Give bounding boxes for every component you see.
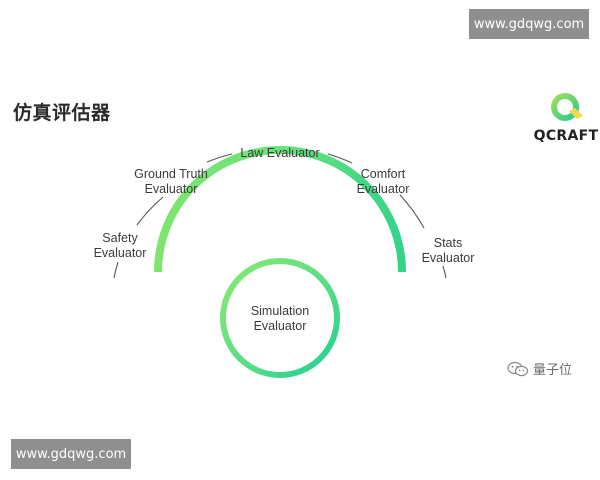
connector-groundtruth-law: [206, 153, 233, 163]
evaluator-law: Law Evaluator: [240, 146, 319, 161]
connector-comfort-stats: [399, 194, 425, 229]
evaluator-ground-truth: Ground Truth Evaluator: [134, 167, 208, 197]
evaluator-comfort-line1: Comfort: [360, 167, 406, 181]
evaluator-stats-line1: Stats: [433, 236, 463, 250]
watermark-bottom: www.gdqwg.com: [11, 439, 131, 469]
evaluator-law-line1: Law Evaluator: [240, 146, 320, 160]
evaluator-ground-truth-line2: Evaluator: [144, 182, 198, 196]
outer-arc: [154, 146, 406, 273]
evaluator-stats-line2: Evaluator: [421, 251, 475, 265]
center-ring: [220, 258, 340, 378]
evaluator-safety-line1: Safety: [102, 231, 138, 245]
logo-text: QCRAFT: [533, 128, 599, 144]
evaluator-stats: Stats Evaluator: [422, 236, 475, 266]
connector-law-comfort: [327, 153, 353, 164]
connector-safety-bottom: [113, 261, 119, 279]
qcraft-q-logo-icon: [551, 93, 583, 121]
center-label: Simulation Evaluator: [251, 304, 309, 334]
watermark-top: www.gdqwg.com: [469, 9, 589, 39]
center-label-line1: Simulation: [250, 304, 310, 318]
connector-safety-groundtruth: [136, 196, 164, 226]
evaluator-comfort: Comfort Evaluator: [357, 167, 410, 197]
source-text: 量子位: [533, 363, 573, 378]
source-credit: 量子位: [507, 359, 572, 378]
evaluator-safety: Safety Evaluator: [94, 231, 147, 261]
page-title: 仿真评估器: [13, 102, 111, 124]
connector-stats-bottom: [442, 265, 447, 279]
evaluator-safety-line2: Evaluator: [93, 246, 147, 260]
center-label-line2: Evaluator: [253, 319, 307, 333]
evaluator-ground-truth-line1: Ground Truth: [134, 167, 208, 181]
wechat-icon: [507, 361, 529, 376]
evaluator-comfort-line2: Evaluator: [356, 182, 410, 196]
